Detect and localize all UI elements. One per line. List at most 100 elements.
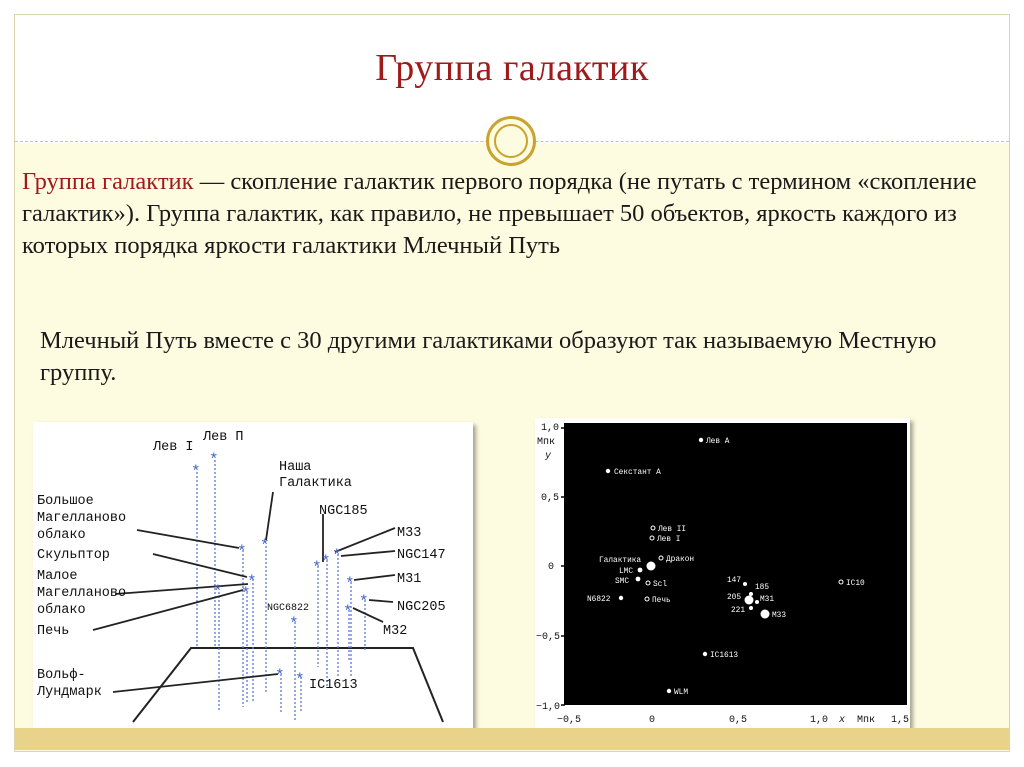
label-lmc-3: облако bbox=[37, 528, 86, 543]
label-lmc: Большое bbox=[37, 494, 94, 509]
local-group-map-svg: 1,0 Мпк y 0,5 0 −0,5 −1,0 −0,5 0 0,5 1,0… bbox=[536, 423, 909, 726]
y-axis-label: y bbox=[544, 451, 552, 462]
galaxy-dot bbox=[618, 595, 624, 601]
star-icon: * bbox=[359, 593, 369, 611]
definition-text: — скопление галактик первого порядка (не… bbox=[22, 168, 977, 259]
label-wolf-lundmark: Вольф- bbox=[37, 668, 86, 683]
galaxy-dot bbox=[658, 555, 664, 561]
galaxy-label: Лев I bbox=[657, 536, 680, 544]
galaxy-label: IC10 bbox=[846, 580, 865, 588]
galaxy-dot bbox=[605, 468, 611, 474]
star-icon: * bbox=[209, 451, 219, 469]
label-m31: M31 bbox=[397, 572, 421, 587]
leader-line bbox=[334, 527, 396, 553]
label-ngc147: NGC147 bbox=[397, 548, 446, 563]
label-ngc185: NGC185 bbox=[319, 504, 368, 519]
leader-line bbox=[114, 583, 249, 595]
leader-lines bbox=[92, 491, 396, 693]
leader-line bbox=[340, 550, 396, 557]
star-icon: * bbox=[247, 573, 257, 591]
y-axis-unit: Мпк bbox=[537, 437, 555, 448]
star-icon: * bbox=[237, 543, 247, 561]
galaxy-label: SMC bbox=[615, 578, 629, 586]
star-icon: * bbox=[332, 547, 342, 565]
diagram-labels: Лев I Лев П Наша Галактика Большое Магел… bbox=[36, 430, 446, 700]
star-icon: * bbox=[191, 463, 201, 481]
galaxy-dot bbox=[645, 580, 651, 586]
galaxy-label: Лев А bbox=[706, 438, 730, 446]
star-icon: * bbox=[343, 603, 353, 621]
galaxy-label: Секстант А bbox=[614, 469, 661, 477]
y-tick-label: −0,5 bbox=[536, 632, 560, 643]
galaxy-dot bbox=[702, 651, 708, 657]
definition-paragraph: Группа галактик — скопление галактик пер… bbox=[22, 166, 982, 262]
plane-outline bbox=[132, 647, 444, 723]
local-group-paragraph: Млечный Путь вместе с 30 другими галакти… bbox=[40, 327, 937, 386]
label-smc: Малое bbox=[37, 569, 78, 584]
leader-line bbox=[152, 553, 248, 578]
label-leo1: Лев I bbox=[152, 440, 194, 455]
star-icon: * bbox=[295, 671, 305, 689]
galaxy-label: WLM bbox=[674, 689, 688, 697]
x-tick-label: 1,5 bbox=[891, 715, 909, 726]
label-m33: M33 bbox=[397, 526, 421, 541]
star-icon: * bbox=[260, 537, 270, 555]
x-axis-unit: Мпк bbox=[857, 715, 875, 726]
galaxy-dot bbox=[744, 595, 754, 605]
leader-line bbox=[136, 529, 240, 549]
local-group-map: 1,0 Мпк y 0,5 0 −0,5 −1,0 −0,5 0 0,5 1,0… bbox=[535, 418, 910, 732]
star-icon: * bbox=[275, 667, 285, 685]
local-group-diagram: * * * * * * * * * * * * * * * * Лев I Ле… bbox=[33, 422, 473, 732]
galaxy-label: LMC bbox=[619, 568, 633, 576]
circle-ornament-icon bbox=[486, 116, 536, 166]
galaxy-dot bbox=[637, 567, 643, 573]
galaxy-label: Лев II bbox=[658, 526, 686, 534]
y-ticks bbox=[561, 427, 565, 706]
label-wolf-lundmark-2: Лундмарк bbox=[36, 685, 102, 700]
galaxy-label: IC1613 bbox=[710, 652, 738, 660]
galaxy-label: Печь bbox=[652, 597, 671, 605]
star-icon: * bbox=[241, 585, 251, 603]
galaxy-dot bbox=[644, 596, 650, 602]
label-our-galaxy-2: Галактика bbox=[279, 476, 352, 491]
galaxy-points bbox=[605, 437, 844, 694]
local-group-diagram-svg: * * * * * * * * * * * * * * * * Лев I Ле… bbox=[36, 430, 446, 723]
galaxy-label: 147 bbox=[727, 577, 741, 585]
x-axis-label: x bbox=[838, 715, 845, 726]
label-our-galaxy: Наша bbox=[279, 460, 311, 475]
label-leo2: Лев П bbox=[202, 430, 244, 445]
label-ngc6822: NGC6822 bbox=[267, 603, 309, 614]
galaxy-dot bbox=[755, 600, 759, 604]
star-icon: * bbox=[345, 575, 355, 593]
leader-line bbox=[353, 574, 396, 581]
x-tick-label: −0,5 bbox=[557, 715, 581, 726]
leader-line bbox=[368, 599, 394, 603]
definition-term: Группа галактик bbox=[22, 168, 194, 195]
map-plot-area bbox=[564, 423, 907, 705]
leader-line bbox=[112, 673, 279, 693]
label-m32: M32 bbox=[383, 624, 407, 639]
galaxy-labels: Лев А Секстант А Лев II Лев I Галактика … bbox=[587, 438, 865, 697]
galaxy-label: M31 bbox=[760, 596, 774, 604]
galaxy-dot bbox=[649, 535, 655, 541]
galaxy-label: 205 bbox=[727, 594, 741, 602]
leader-line bbox=[352, 607, 384, 623]
label-ngc205: NGC205 bbox=[397, 600, 446, 615]
x-tick-label: 0,5 bbox=[729, 715, 747, 726]
star-icon: * bbox=[312, 559, 322, 577]
galaxy-label: 221 bbox=[731, 607, 745, 615]
drop-lines bbox=[196, 460, 366, 722]
label-fornax: Печь bbox=[37, 624, 69, 639]
label-lmc-2: Магелланово bbox=[37, 511, 126, 526]
x-tick-label: 1,0 bbox=[810, 715, 828, 726]
label-smc-2: Магелланово bbox=[37, 586, 126, 601]
bottom-band bbox=[15, 728, 1009, 750]
galaxy-dot bbox=[749, 606, 753, 610]
y-tick-label: 1,0 bbox=[541, 423, 559, 434]
y-tick-label: −1,0 bbox=[536, 702, 560, 713]
galaxy-dot bbox=[743, 582, 747, 586]
galaxy-label: Scl bbox=[653, 581, 667, 589]
galaxy-dot bbox=[838, 579, 844, 585]
galaxy-label: 185 bbox=[755, 584, 769, 592]
map-axis-labels: 1,0 Мпк y 0,5 0 −0,5 −1,0 −0,5 0 0,5 1,0… bbox=[536, 423, 909, 726]
